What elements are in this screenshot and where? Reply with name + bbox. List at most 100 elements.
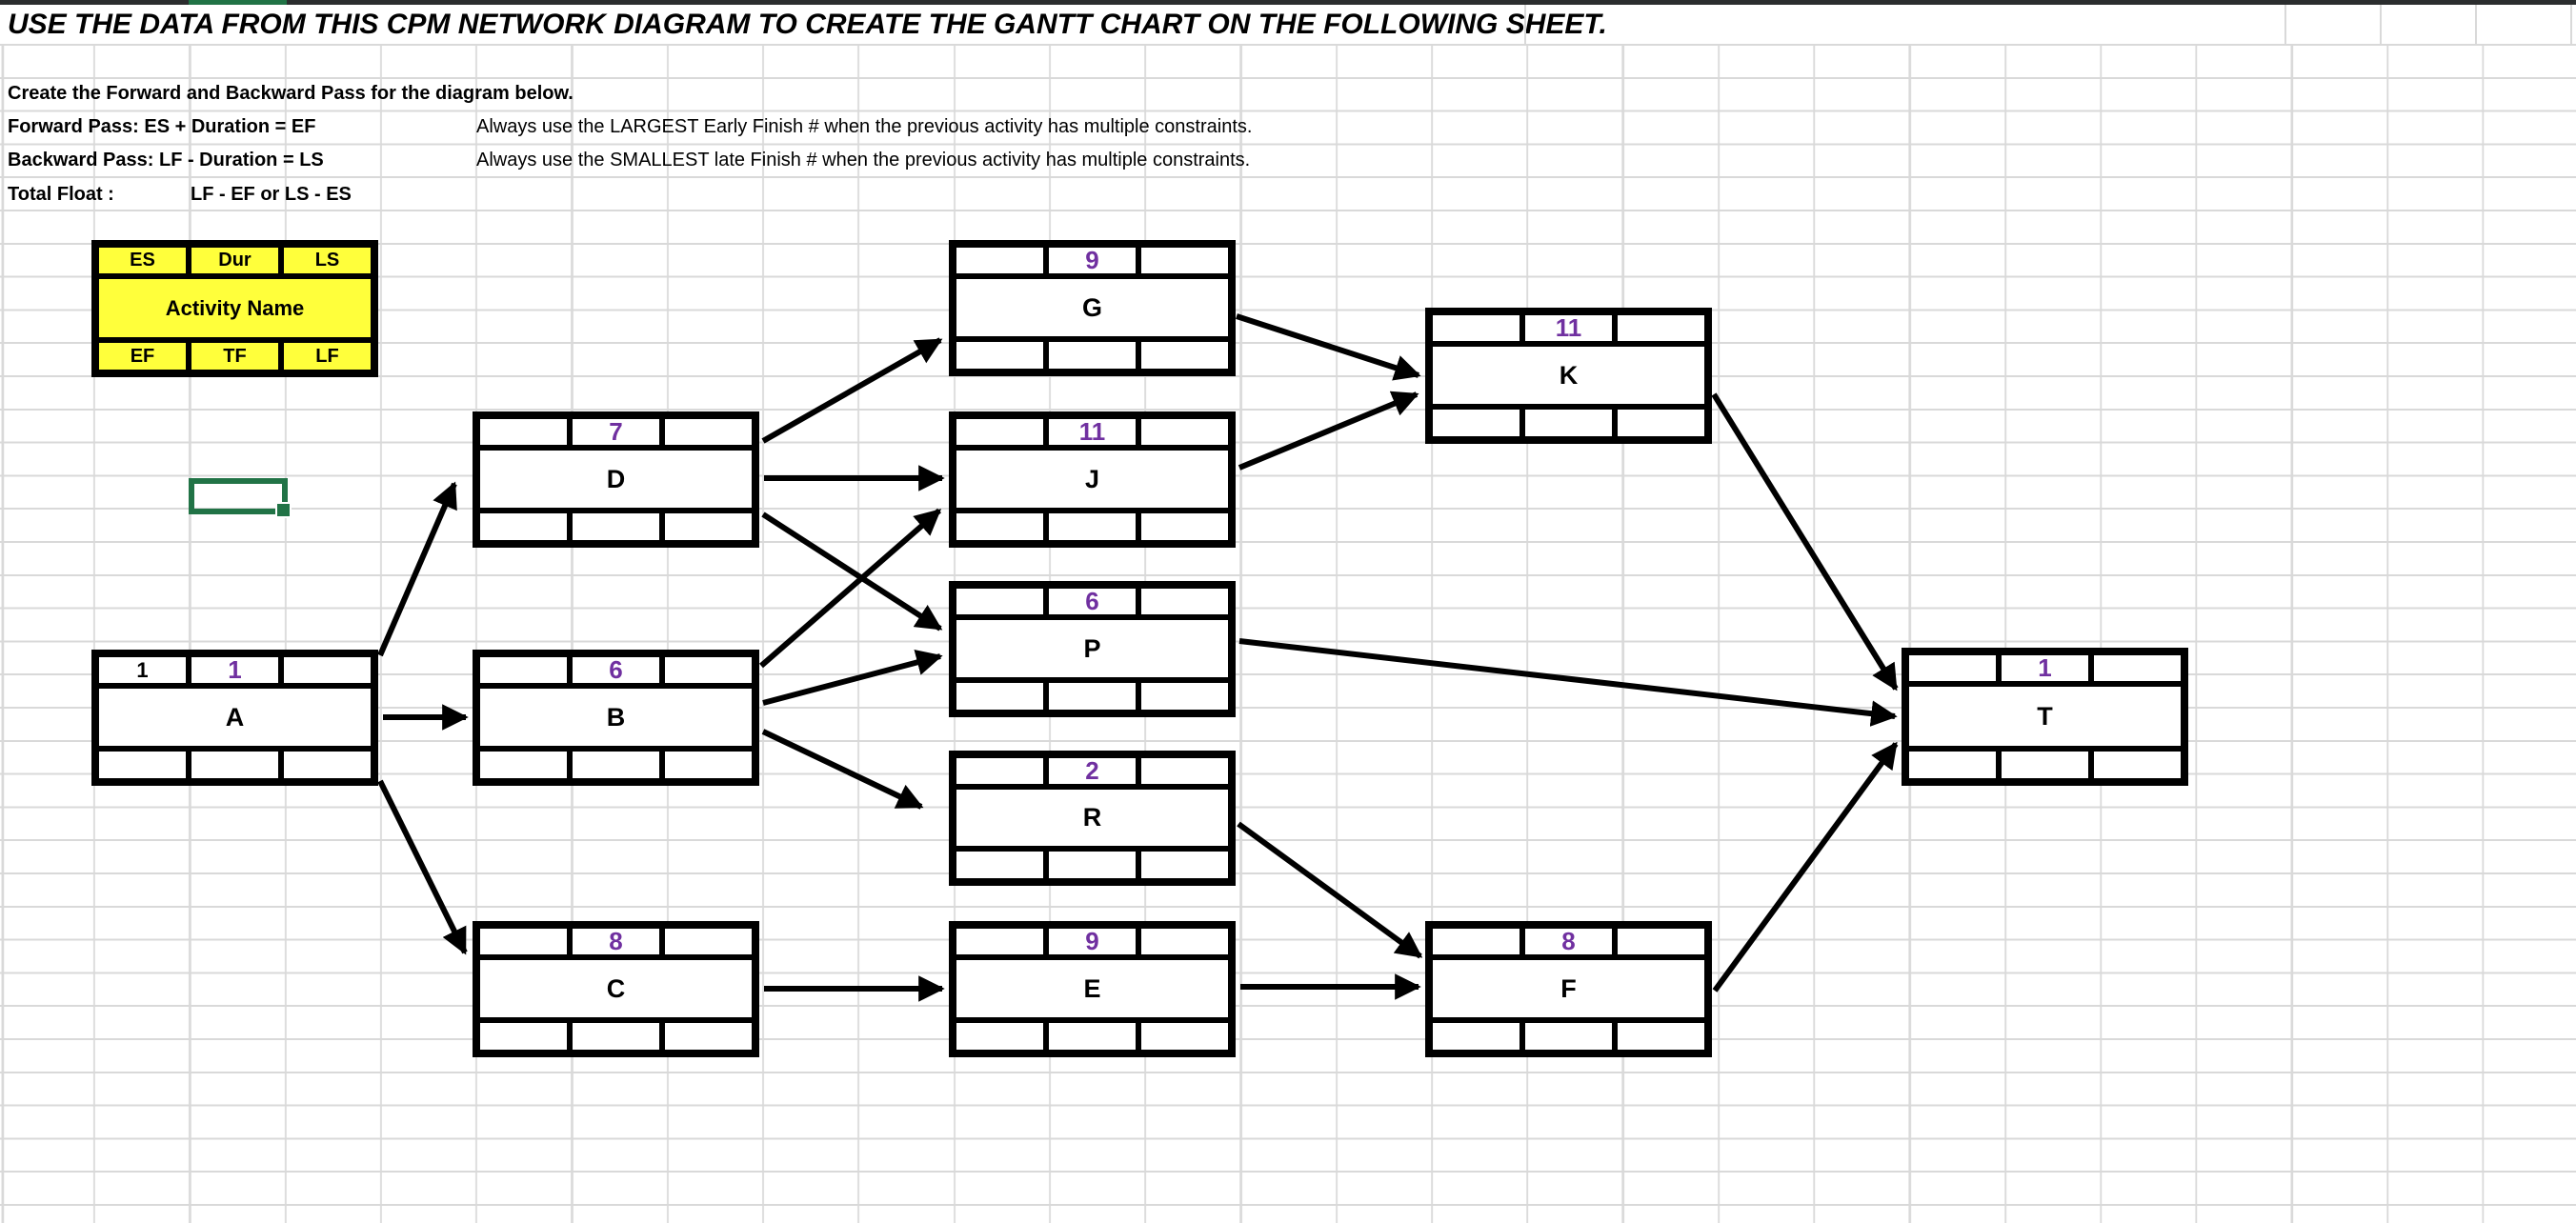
activity-label: G: [956, 279, 1228, 336]
duration-cell: 2: [1049, 758, 1136, 784]
activity-label: F: [1433, 960, 1704, 1017]
total-float-label: Total Float :: [8, 183, 114, 205]
lf-cell: [1618, 1023, 1704, 1050]
sheet-title: USE THE DATA FROM THIS CPM NETWORK DIAGR…: [8, 8, 1607, 40]
ef-cell: [99, 752, 186, 778]
legend-lf: LF: [284, 343, 371, 370]
lf-cell: [1141, 513, 1228, 540]
ls-cell: [1141, 929, 1228, 954]
tf-cell: [1049, 852, 1136, 878]
activity-label: E: [956, 960, 1228, 1017]
legend-ef: EF: [99, 343, 186, 370]
duration-cell: 9: [1049, 929, 1136, 954]
title-row-cell-border: [1524, 5, 1526, 44]
ef-cell: [1433, 410, 1519, 436]
selected-cell[interactable]: [189, 478, 292, 518]
es-cell: [956, 589, 1043, 614]
ls-cell: [1141, 589, 1228, 614]
activity-label: K: [1433, 347, 1704, 404]
backward-pass-label: Backward Pass: LF - Duration = LS: [8, 149, 324, 170]
es-cell: [956, 248, 1043, 273]
es-cell: [480, 419, 567, 445]
duration-cell: 9: [1049, 248, 1136, 273]
activity-label: P: [956, 620, 1228, 677]
es-cell: [1433, 315, 1519, 341]
es-cell: [1909, 655, 1996, 681]
tf-cell: [1525, 410, 1612, 436]
ls-cell: [665, 419, 752, 445]
duration-cell: 1: [191, 657, 278, 683]
tf-cell: [1049, 1023, 1136, 1050]
instruction-create-line: Create the Forward and Backward Pass for…: [8, 82, 574, 104]
legend-box[interactable]: ES Dur LS Activity Name EF TF LF: [91, 240, 378, 377]
es-cell: [956, 419, 1043, 445]
column-header-strip: [0, 0, 2576, 5]
worksheet-gridlines: [0, 44, 2576, 1223]
es-cell: [956, 929, 1043, 954]
tf-cell: [1525, 1023, 1612, 1050]
duration-cell: 1: [2002, 655, 2088, 681]
ef-cell: [956, 683, 1043, 710]
fill-handle[interactable]: [275, 502, 292, 518]
selected-column-highlight: [189, 0, 287, 5]
legend-es: ES: [99, 248, 186, 273]
legend-dur: Dur: [191, 248, 278, 273]
activity-label: T: [1909, 687, 2181, 746]
duration-cell: 6: [573, 657, 659, 683]
tf-cell: [191, 752, 278, 778]
activity-label: D: [480, 451, 752, 508]
lf-cell: [665, 1023, 752, 1050]
es-cell: [956, 758, 1043, 784]
activity-label: J: [956, 451, 1228, 508]
ef-cell: [1909, 752, 1996, 778]
tf-cell: [1049, 513, 1136, 540]
lf-cell: [1141, 852, 1228, 878]
ef-cell: [956, 1023, 1043, 1050]
lf-cell: [2094, 752, 2181, 778]
tf-cell: [1049, 342, 1136, 369]
legend-activity-name: Activity Name: [99, 279, 371, 337]
ef-cell: [1433, 1023, 1519, 1050]
lf-cell: [1141, 342, 1228, 369]
duration-cell: 6: [1049, 589, 1136, 614]
tf-cell: [573, 513, 659, 540]
tf-cell: [1049, 683, 1136, 710]
title-row-gridline: [2284, 5, 2286, 44]
ls-cell: [2094, 655, 2181, 681]
ls-cell: [1618, 315, 1704, 341]
forward-pass-note: Always use the LARGEST Early Finish # wh…: [476, 115, 1253, 137]
ef-cell: [480, 1023, 567, 1050]
duration-cell: 11: [1525, 315, 1612, 341]
ls-cell: [1618, 929, 1704, 954]
ls-cell: [665, 929, 752, 954]
ls-cell: [1141, 419, 1228, 445]
ls-cell: [665, 657, 752, 683]
es-cell: [1433, 929, 1519, 954]
ef-cell: [480, 513, 567, 540]
title-row-gridline: [2570, 5, 2572, 44]
ls-cell: [1141, 248, 1228, 273]
tf-cell: [2002, 752, 2088, 778]
activity-label: R: [956, 790, 1228, 846]
legend-ls: LS: [284, 248, 371, 273]
total-float-formula: LF - EF or LS - ES: [191, 183, 352, 205]
ef-cell: [956, 342, 1043, 369]
legend-tf: TF: [191, 343, 278, 370]
lf-cell: [665, 513, 752, 540]
lf-cell: [1141, 683, 1228, 710]
duration-cell: 11: [1049, 419, 1136, 445]
ls-cell: [1141, 758, 1228, 784]
